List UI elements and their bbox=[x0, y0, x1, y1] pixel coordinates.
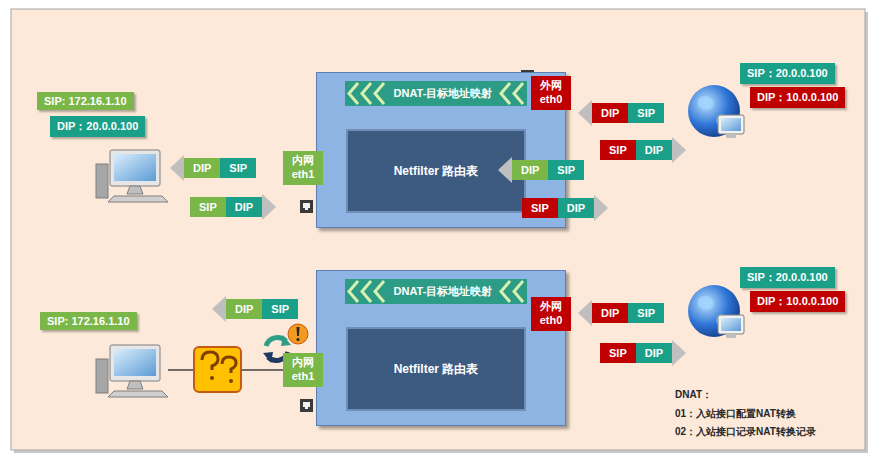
arrow-head-shape bbox=[578, 300, 592, 326]
netfilter-box: Netfilter 路由表 bbox=[346, 327, 526, 411]
packet-field: SIP bbox=[190, 197, 226, 217]
interface-label: 外网 eth0 bbox=[534, 79, 568, 107]
packet-field: SIP bbox=[628, 103, 664, 123]
address-tag: DIP：10.0.0.100 bbox=[750, 87, 845, 108]
packet-field: SIP bbox=[600, 140, 636, 160]
packet-arrow: SIPDIP bbox=[600, 343, 686, 363]
packet-field: SIP bbox=[262, 299, 298, 319]
chevron bbox=[375, 281, 384, 302]
chevron-marks bbox=[345, 81, 527, 106]
arrow-head-shape bbox=[212, 296, 226, 322]
address-tag: SIP：20.0.0.100 bbox=[740, 267, 835, 288]
arrow-head-shape bbox=[578, 100, 592, 126]
chevron-marks bbox=[345, 279, 527, 304]
chevron bbox=[501, 83, 510, 104]
chevron bbox=[362, 83, 371, 104]
packet-arrow: DIPSIP bbox=[498, 160, 584, 180]
packet-arrow: DIPSIP bbox=[578, 103, 664, 123]
interface-tag: 外网 eth0 bbox=[531, 76, 571, 110]
arrow-head-shape bbox=[498, 157, 512, 183]
packet-field: SIP bbox=[220, 158, 256, 178]
netfilter-label: Netfilter 路由表 bbox=[393, 162, 479, 180]
packet-field: DIP bbox=[636, 343, 672, 363]
interface-tag: 外网 eth0 bbox=[531, 297, 571, 331]
address-label: SIP: 172.16.1.10 bbox=[44, 95, 127, 107]
arrow-head-shape bbox=[672, 340, 686, 366]
interface-label: 内网 eth1 bbox=[286, 154, 320, 182]
note-text: 02：入站接口记录NAT转换记录 bbox=[675, 425, 816, 439]
interface-label: 外网 eth0 bbox=[534, 300, 568, 328]
packet-arrow: DIPSIP bbox=[212, 299, 298, 319]
packet-field: DIP bbox=[592, 303, 628, 323]
packet-arrow: SIPDIP bbox=[190, 197, 276, 217]
netfilter-box: Netfilter 路由表 bbox=[346, 129, 526, 213]
packet-field: DIP bbox=[226, 197, 262, 217]
packet-field: DIP bbox=[636, 140, 672, 160]
packet-arrow: SIPDIP bbox=[600, 140, 686, 160]
address-tag: SIP：20.0.0.100 bbox=[740, 63, 835, 84]
packet-field: SIP bbox=[628, 303, 664, 323]
packet-field: DIP bbox=[512, 160, 548, 180]
chevron bbox=[375, 83, 384, 104]
packet-field: SIP bbox=[522, 198, 558, 218]
packet-field: SIP bbox=[600, 343, 636, 363]
address-tag: SIP: 172.16.1.10 bbox=[37, 92, 134, 110]
interface-tag: 内网 eth1 bbox=[283, 353, 323, 387]
address-label: DIP：10.0.0.100 bbox=[757, 294, 838, 309]
arrow-head-shape bbox=[170, 155, 184, 181]
chevron bbox=[362, 281, 371, 302]
arrow-head-shape bbox=[672, 137, 686, 163]
address-label: SIP：20.0.0.100 bbox=[747, 270, 828, 285]
chevron bbox=[514, 83, 523, 104]
packet-arrow: SIPDIP bbox=[522, 198, 608, 218]
packet-field: DIP bbox=[226, 299, 262, 319]
address-label: DIP：20.0.0.100 bbox=[57, 119, 138, 134]
netfilter-label: Netfilter 路由表 bbox=[393, 360, 479, 378]
chevron bbox=[349, 83, 358, 104]
chevron bbox=[514, 281, 523, 302]
packet-field: SIP bbox=[548, 160, 584, 180]
address-label: SIP: 172.16.1.10 bbox=[47, 315, 130, 327]
address-tag: SIP: 172.16.1.10 bbox=[40, 312, 137, 330]
address-label: SIP：20.0.0.100 bbox=[747, 66, 828, 81]
packet-field: DIP bbox=[592, 103, 628, 123]
packet-arrow: DIPSIP bbox=[578, 303, 664, 323]
note-text: 01：入站接口配置NAT转换 bbox=[675, 407, 796, 421]
address-tag: DIP：20.0.0.100 bbox=[50, 116, 145, 137]
arrow-head-shape bbox=[262, 194, 276, 220]
interface-label: 内网 eth1 bbox=[286, 356, 320, 384]
arrow-head-shape bbox=[594, 195, 608, 221]
address-tag: DIP：10.0.0.100 bbox=[750, 291, 845, 312]
note-text: DNAT： bbox=[675, 388, 712, 402]
interface-tag: 内网 eth1 bbox=[283, 151, 323, 185]
packet-field: DIP bbox=[184, 158, 220, 178]
chevron bbox=[501, 281, 510, 302]
packet-arrow: DIPSIP bbox=[170, 158, 256, 178]
address-label: DIP：10.0.0.100 bbox=[757, 90, 838, 105]
chevron bbox=[349, 281, 358, 302]
router-box: DNAT-目标地址映射Netfilter 路由表内网 eth1外网 eth0 bbox=[316, 270, 566, 426]
packet-field: DIP bbox=[558, 198, 594, 218]
